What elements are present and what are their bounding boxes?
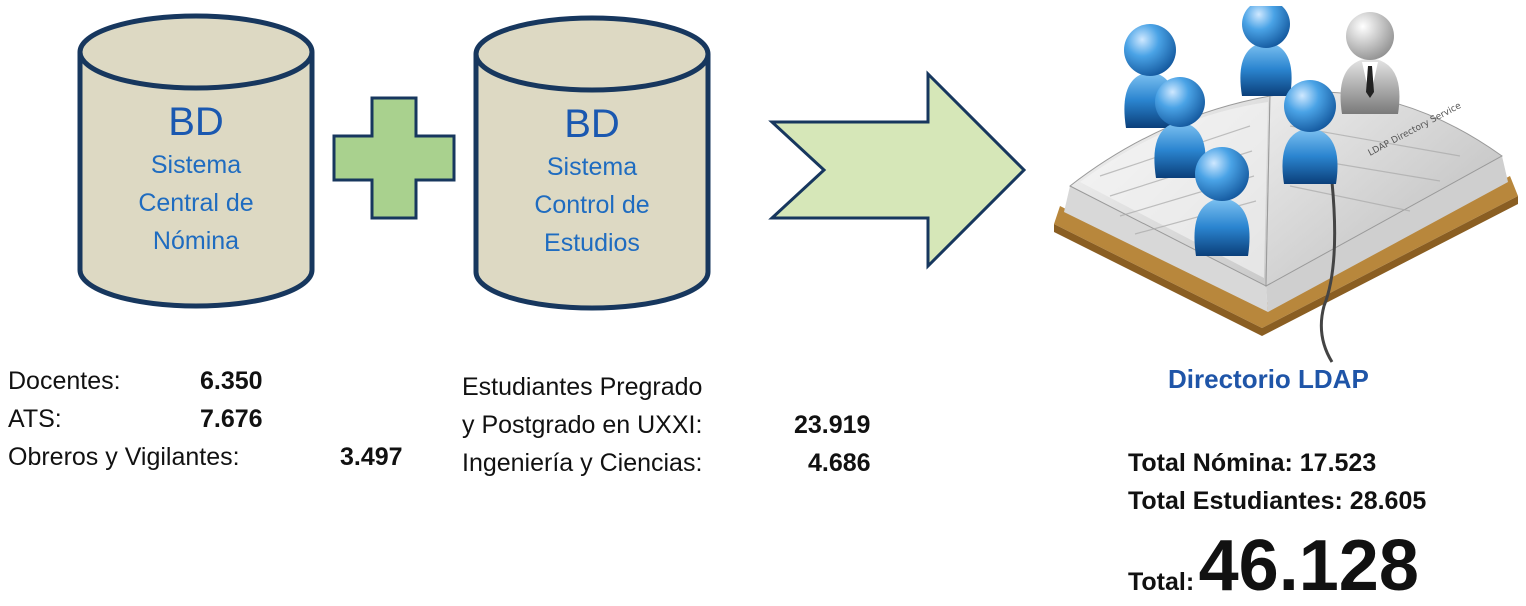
db-nomina-line-1: Sistema xyxy=(150,151,242,179)
stat-row-uxxi: y Postgrado en UXXI: 23.919 xyxy=(462,406,922,444)
total-nomina-label: Total Nómina: xyxy=(1128,449,1293,477)
totals-block: Total Nómina: 17.523 Total Estudiantes: … xyxy=(1128,444,1426,520)
grand-total: Total: 46.128 xyxy=(1128,530,1419,602)
person-icon xyxy=(1154,77,1206,178)
db-nomina-title: BD xyxy=(168,100,224,144)
db-estudios-line-2: Control de xyxy=(534,191,650,219)
stat-value: 7.676 xyxy=(200,405,263,433)
nomina-stats: Docentes: 6.350 ATS: 7.676 Obreros y Vig… xyxy=(8,362,428,476)
database-cylinder-nomina: BD Sistema Central de Nómina xyxy=(76,12,316,312)
db-nomina-line-3: Nómina xyxy=(152,227,240,255)
total-nomina-value: 17.523 xyxy=(1299,449,1377,477)
database-icon xyxy=(77,13,315,309)
db-estudios-title: BD xyxy=(564,102,620,146)
grand-total-label: Total: xyxy=(1128,568,1195,596)
person-icon xyxy=(1282,80,1338,184)
stat-label: Ingeniería y Ciencias: xyxy=(462,449,703,477)
stat-label: Obreros y Vigilantes: xyxy=(8,443,240,471)
total-estudiantes-value: 28.605 xyxy=(1349,487,1427,515)
grand-total-value: 46.128 xyxy=(1198,526,1419,606)
stat-row-ingenieria: Ingeniería y Ciencias: 4.686 xyxy=(462,444,922,482)
plus-icon xyxy=(332,96,456,220)
stat-value: 23.919 xyxy=(794,411,871,439)
stat-label: Docentes: xyxy=(8,367,121,395)
stat-label: y Postgrado en UXXI: xyxy=(462,411,703,439)
person-icon xyxy=(1240,6,1292,96)
stat-row-docentes: Docentes: 6.350 xyxy=(8,362,428,400)
stat-row-estudiantes: Estudiantes Pregrado xyxy=(462,368,922,406)
ldap-directory-book-image: LDAP Directory Service xyxy=(1054,6,1518,363)
total-estudiantes-label: Total Estudiantes: xyxy=(1128,487,1343,515)
estudios-stats: Estudiantes Pregrado y Postgrado en UXXI… xyxy=(462,368,922,482)
arrow-right-icon xyxy=(768,70,1027,270)
manager-person-icon xyxy=(1340,12,1400,114)
database-icon xyxy=(473,15,711,311)
stat-value: 3.497 xyxy=(340,443,403,471)
stat-row-ats: ATS: 7.676 xyxy=(8,400,428,438)
total-estudiantes: Total Estudiantes: 28.605 xyxy=(1128,482,1426,520)
db-estudios-line-1: Sistema xyxy=(546,153,638,181)
stat-label: Estudiantes Pregrado xyxy=(462,373,703,401)
db-estudios-line-3: Estudios xyxy=(544,229,640,257)
stat-label: ATS: xyxy=(8,405,62,433)
db-nomina-line-2: Central de xyxy=(138,189,254,217)
total-nomina: Total Nómina: 17.523 xyxy=(1128,444,1426,482)
stat-row-obreros: Obreros y Vigilantes: 3.497 xyxy=(8,438,428,476)
database-cylinder-estudios: BD Sistema Control de Estudios xyxy=(472,14,712,314)
directory-title: Directorio LDAP xyxy=(1168,364,1369,394)
stat-value: 4.686 xyxy=(808,449,871,477)
person-icon xyxy=(1194,147,1250,256)
stat-value: 6.350 xyxy=(200,367,263,395)
